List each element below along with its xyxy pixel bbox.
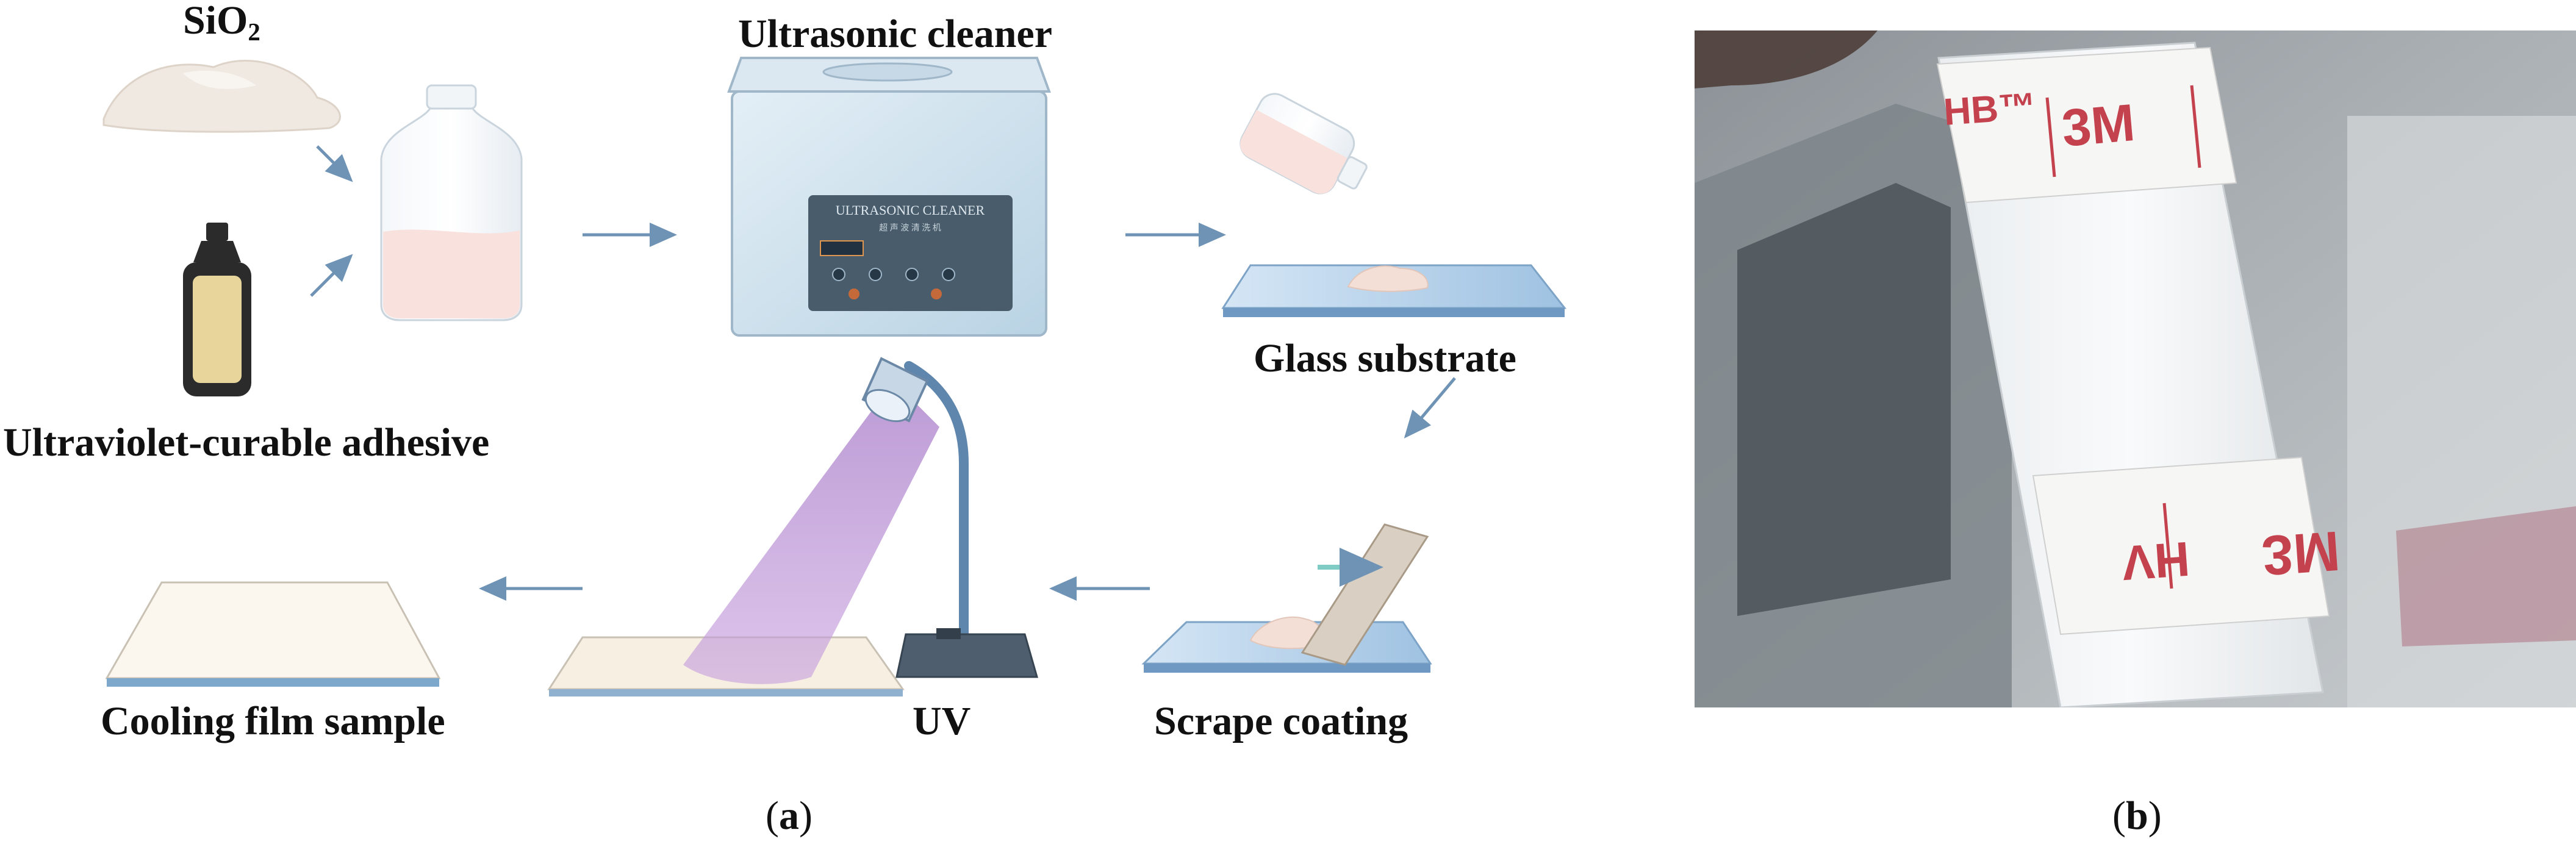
label-scrape-coating: Scrape coating [1154,699,1408,743]
uv-lamp-icon [547,357,1038,696]
caption-a-letter: a [778,793,799,838]
scrape-coating-icon [1141,523,1432,673]
pouring-bottle-icon [1240,93,1368,195]
label-cooling-film-sample: Cooling film sample [101,699,445,743]
tape-bottom-right-text: 3M [2260,519,2342,587]
label-sio2: SiO2 [183,0,260,46]
ultrasonic-cleaner-icon: ULTRASONIC CLEANER 超 声 波 清 洗 机 [727,57,1051,337]
mixing-bottle-icon [380,84,523,321]
cooling-film-icon [105,581,441,687]
panel-b-photo: HB™ 3M VH 3M [1695,30,2576,707]
adhesive-bottle-icon [183,223,251,396]
top-tape-strip [1936,46,2237,204]
tape-bottom-left-text: VH [2120,532,2192,591]
panel-a-diagram: ULTRASONIC CLEANER 超 声 波 清 洗 机 [102,57,1567,696]
label-sio2-main: SiO [183,0,248,43]
sample-slide-photo: HB™ 3M VH 3M [1936,41,2342,707]
caption-b-open: ( [2112,793,2126,838]
cleaner-panel-title: ULTRASONIC CLEANER [836,202,985,218]
caption-b: (b) [2112,793,2162,839]
cleaner-panel-subtitle: 超 声 波 清 洗 机 [879,223,941,233]
caption-a-open: ( [766,793,779,838]
arrow-sio2-to-bottle [316,145,353,182]
label-ultrasonic-cleaner: Ultrasonic cleaner [738,12,1053,56]
tape-top-right-text: 3M [2059,93,2137,158]
label-glass-substrate: Glass substrate [1254,336,1516,381]
label-uv: UV [913,699,971,743]
tape-top-left-text: HB™ [1942,85,2037,134]
sio2-powder-icon [102,60,341,133]
arrow-adhesive-to-bottle [310,254,353,297]
label-sio2-subscript: 2 [248,18,260,46]
caption-a-close: ) [798,793,813,838]
caption-b-close: ) [2148,793,2162,838]
caption-a: (a) [766,793,813,839]
arrow-to-scrape [1404,377,1456,439]
caption-b-letter: b [2125,793,2148,838]
label-uv-adhesive: Ultraviolet-curable adhesive [3,420,490,465]
glass-substrate-icon [1221,264,1567,317]
bottom-tape-strip [2032,456,2330,635]
